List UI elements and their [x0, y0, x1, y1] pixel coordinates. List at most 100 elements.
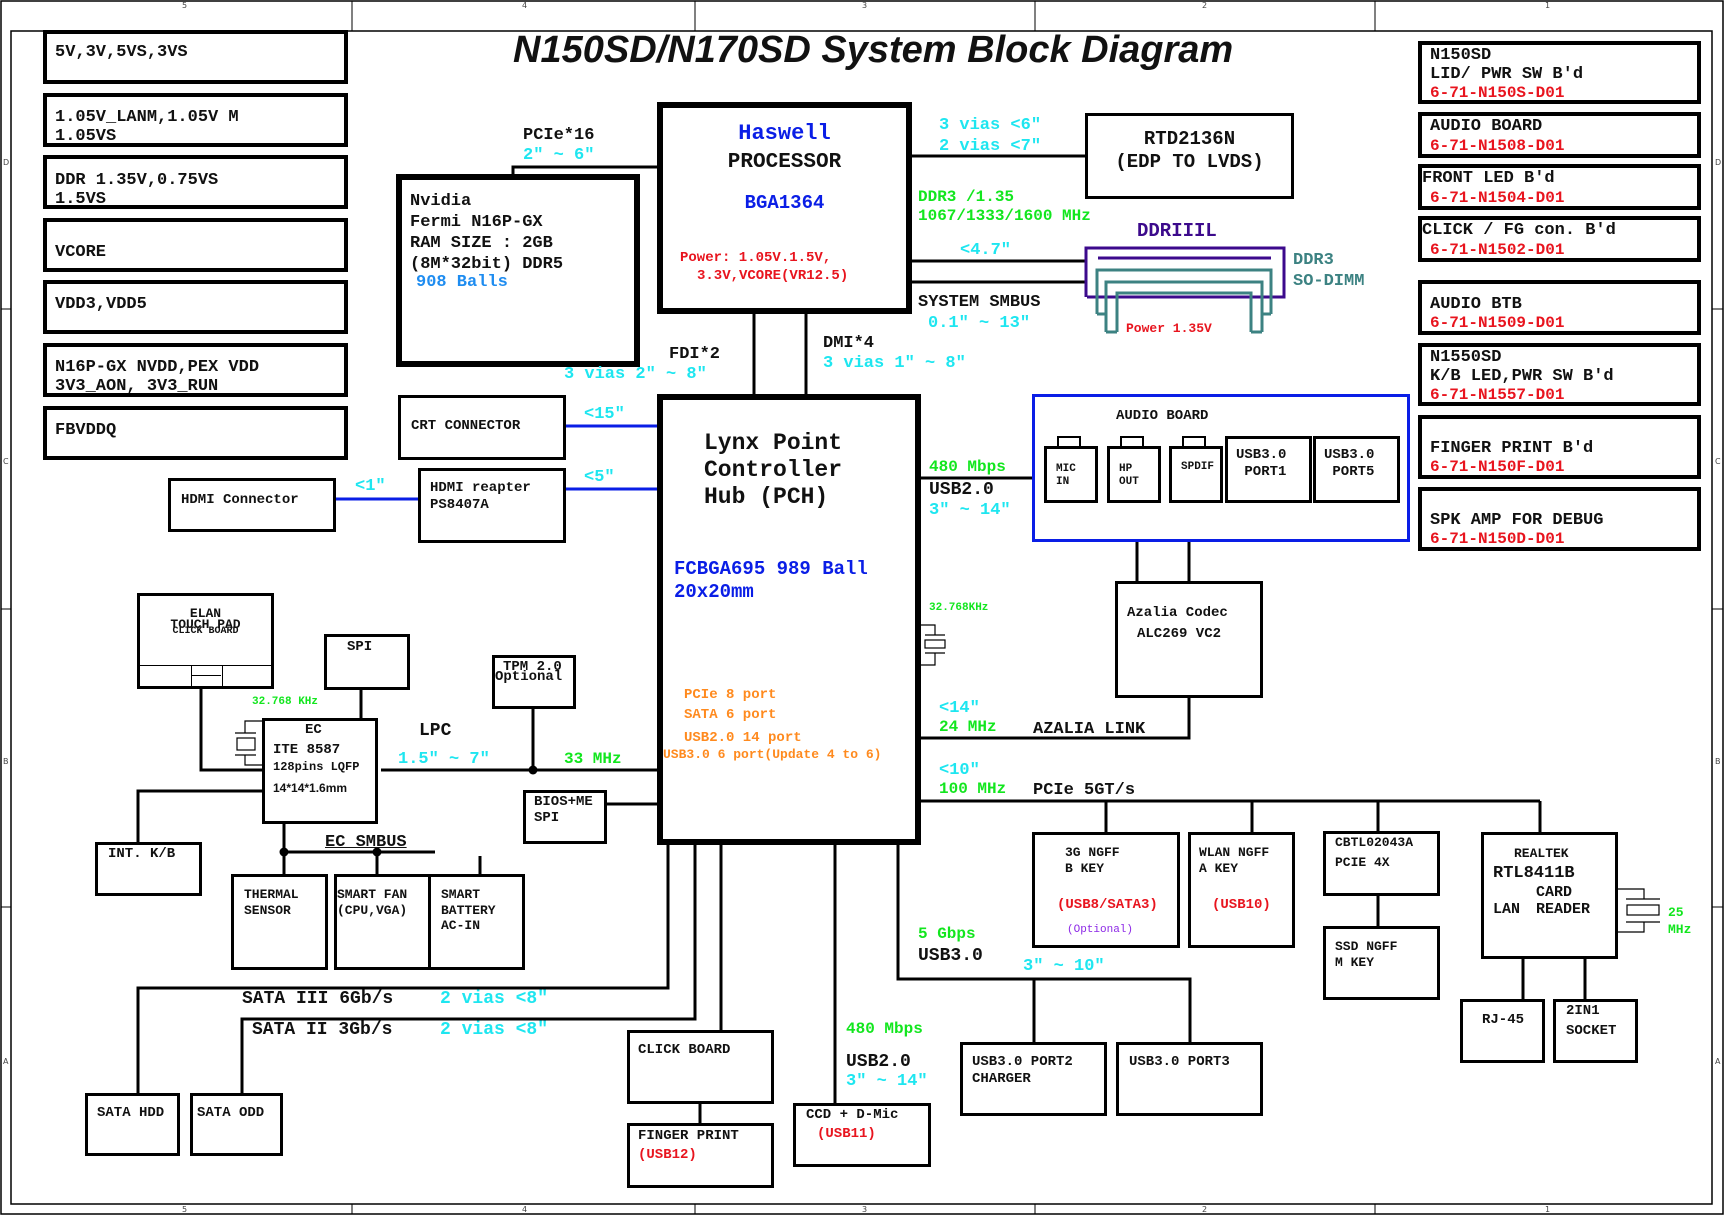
- touchpad-box[interactable]: ELAN TOUCH PAD CLICK BOARD: [137, 593, 274, 689]
- board-part-number: 6-71-N1504-D01: [1430, 189, 1565, 207]
- cpu-package: BGA1364: [744, 192, 825, 214]
- keyboard-box[interactable]: INT. K/B: [95, 842, 202, 896]
- hdmi-connector-label: HDMI Connector: [181, 492, 299, 508]
- cpu-type: PROCESSOR: [727, 151, 842, 174]
- port2-line: CHARGER: [972, 1071, 1031, 1087]
- hdmi-repeater-box[interactable]: HDMI reapter PS8407A: [418, 468, 566, 543]
- gpu-ram-config: (8M*32bit) DDR5: [410, 255, 564, 274]
- cpu-box[interactable]: Haswell PROCESSOR BGA1364 Power: 1.05V.1…: [657, 102, 912, 314]
- wlan-ngff-box[interactable]: WLAN NGFF A KEY (USB10): [1188, 832, 1295, 948]
- ruler-row-label: D: [1715, 158, 1722, 167]
- fingerprint-box[interactable]: FINGER PRINT (USB12): [627, 1123, 774, 1188]
- crt-connector-box[interactable]: CRT CONNECTOR: [398, 395, 566, 460]
- system-smbus-label: SYSTEM SMBUS: [918, 293, 1041, 312]
- realtek-reader: READER: [1536, 901, 1591, 918]
- hdmi-repeater-line2: PS8407A: [430, 497, 489, 513]
- daughter-board-box[interactable]: AUDIO BTB 6-71-N1509-D01: [1418, 280, 1701, 335]
- ccd-label: CCD + D-Mic: [806, 1107, 899, 1123]
- power-rail-box: 5V,3V,5VS,3VS: [43, 30, 348, 84]
- pch-package: FCBGA695 989 Ball: [674, 558, 868, 580]
- power-rail-label: 1.5VS: [55, 190, 107, 209]
- ccd-box[interactable]: CCD + D-Mic (USB11): [793, 1103, 931, 1167]
- usb3-port3-box[interactable]: USB3.0 PORT3: [1116, 1042, 1263, 1116]
- power-rail-label: N16P-GX NVDD,PEX VDD: [55, 358, 260, 377]
- ruler-col-label: 1: [1545, 1, 1551, 10]
- diagram-title: N150SD/N170SD System Block Diagram: [513, 29, 1234, 71]
- daughter-board-box[interactable]: N1550SD K/B LED,PWR SW B'd 6-71-N1557-D0…: [1418, 343, 1701, 406]
- hdmi-connector-box[interactable]: HDMI Connector: [168, 478, 336, 532]
- dmi-length: 3 vias 1" ~ 8": [823, 354, 966, 373]
- daughter-board-box[interactable]: FRONT LED B'd 6-71-N1504-D01: [1418, 164, 1701, 210]
- pch-size: 20x20mm: [674, 581, 754, 603]
- ruler-col-label: 5: [182, 1, 188, 10]
- audio-codec-box[interactable]: Azalia Codec ALC269 VC2: [1115, 581, 1263, 698]
- odd-label: SATA ODD: [197, 1105, 265, 1121]
- daughter-board-box[interactable]: AUDIO BOARD 6-71-N1508-D01: [1418, 112, 1701, 158]
- keyboard-label: INT. K/B: [108, 846, 176, 862]
- lpc-label: LPC: [419, 721, 452, 741]
- codec-line1: Azalia Codec: [1127, 605, 1228, 621]
- power-rail-label: 1.05VS: [55, 127, 117, 146]
- azalia-freq: 24 MHz: [939, 718, 997, 736]
- pch-name-line: Controller: [704, 457, 843, 483]
- tpm-box[interactable]: TPM 2.0 Optional: [492, 655, 576, 709]
- so-dimm-outline: [1084, 246, 1286, 334]
- rj45-box[interactable]: RJ-45: [1460, 999, 1545, 1063]
- battery-line: BATTERY: [441, 903, 496, 918]
- audio-usb-length: 3" ~ 14": [929, 501, 1011, 520]
- card-socket-box[interactable]: 2IN1 SOCKET: [1553, 999, 1638, 1063]
- pcie-trace-length: <10": [939, 761, 980, 780]
- repeater-trace-length: <5": [584, 468, 615, 487]
- edp-bridge-box[interactable]: RTD2136N (EDP TO LVDS): [1085, 113, 1294, 199]
- jack-body: MIC IN: [1044, 446, 1098, 503]
- jack-label: IN: [1056, 476, 1070, 488]
- board-name: FINGER PRINT B'd: [1430, 439, 1594, 458]
- gpu-box[interactable]: Nvidia Fermi N16P-GX RAM SIZE : 2GB (8M*…: [396, 174, 640, 367]
- realtek-box[interactable]: REALTEK RTL8411B CARD LAN READER: [1481, 832, 1618, 959]
- pcie-switch-box[interactable]: CBTL02043A PCIE 4X: [1323, 831, 1440, 896]
- pch-box[interactable]: Lynx Point Controller Hub (PCH) FCBGA695…: [657, 394, 921, 845]
- ssd-ngff-box[interactable]: SSD NGFF M KEY: [1323, 926, 1440, 1000]
- ruler-col-label: 4: [522, 1, 528, 10]
- daughter-board-box[interactable]: FINGER PRINT B'd 6-71-N150F-D01: [1418, 415, 1701, 479]
- audio-board-box[interactable]: AUDIO BOARD MIC IN HP OUT SPDIF USB3.0 P…: [1032, 394, 1410, 542]
- ngff3g-line: B KEY: [1065, 861, 1105, 876]
- click-board-box[interactable]: CLICK BOARD: [627, 1030, 774, 1104]
- sata-odd-box[interactable]: SATA ODD: [190, 1093, 283, 1156]
- ec-spi-box[interactable]: SPI: [324, 634, 410, 690]
- video-wires: [336, 424, 659, 501]
- daughter-board-box[interactable]: CLICK / FG con. B'd 6-71-N1502-D01: [1418, 216, 1701, 262]
- fdi-length: 3 vias 2" ~ 8": [564, 365, 707, 384]
- ngff-3g-box[interactable]: 3G NGFF B KEY (USB8/SATA3) (Optional): [1032, 832, 1180, 948]
- signal-wires: [136, 154, 1587, 1124]
- sata2-length: 2 vias <8": [440, 1020, 549, 1040]
- touchpad-line: CLICK BOARD: [172, 626, 239, 637]
- ddr-trace-length: <4.7": [960, 241, 1012, 260]
- edp-desc: (EDP TO LVDS): [1115, 151, 1264, 173]
- ruler-col-label: 3: [862, 1, 868, 10]
- usb3-port2-box[interactable]: USB3.0 PORT2 CHARGER: [960, 1042, 1107, 1116]
- ec-box[interactable]: EC ITE 8587 128pins LQFP 14*14*1.6mm: [262, 718, 378, 824]
- smart-fan-box[interactable]: SMART FAN (CPU,VGA): [334, 874, 431, 970]
- cpu-power-line2: 3.3V,VCORE(VR12.5): [697, 268, 849, 284]
- board-name: FRONT LED B'd: [1422, 169, 1555, 188]
- pch-feature: PCIe 8 port: [684, 687, 777, 703]
- ruler-col-label: 1: [1545, 1205, 1551, 1214]
- daughter-board-box[interactable]: N150SD LID/ PWR SW B'd 6-71-N150S-D01: [1418, 41, 1701, 104]
- sata-hdd-box[interactable]: SATA HDD: [85, 1093, 180, 1156]
- board-name: N150SD: [1430, 46, 1492, 65]
- bios-line: SPI: [534, 810, 560, 826]
- bios-spi-box[interactable]: BIOS+ME SPI: [523, 790, 607, 844]
- thermal-sensor-box[interactable]: THERMAL SENSOR: [231, 874, 328, 970]
- ruler-row-label: B: [3, 757, 9, 766]
- fingerprint-port: (USB12): [638, 1147, 697, 1163]
- power-rail-label: 5V,3V,5VS,3VS: [55, 43, 188, 62]
- junction-dots: [279, 765, 538, 857]
- daughter-board-box[interactable]: SPK AMP FOR DEBUG 6-71-N150D-D01: [1418, 487, 1701, 551]
- smart-battery-box[interactable]: SMART BATTERY AC-IN: [428, 874, 525, 970]
- power-rail-box: VDD3,VDD5: [43, 280, 348, 334]
- ddr-voltage-label: DDR3 /1.35: [918, 188, 1015, 206]
- board-name: AUDIO BOARD: [1430, 117, 1543, 136]
- jack-label: HP: [1119, 463, 1133, 475]
- ngff3g-port: (USB8/SATA3): [1057, 897, 1158, 913]
